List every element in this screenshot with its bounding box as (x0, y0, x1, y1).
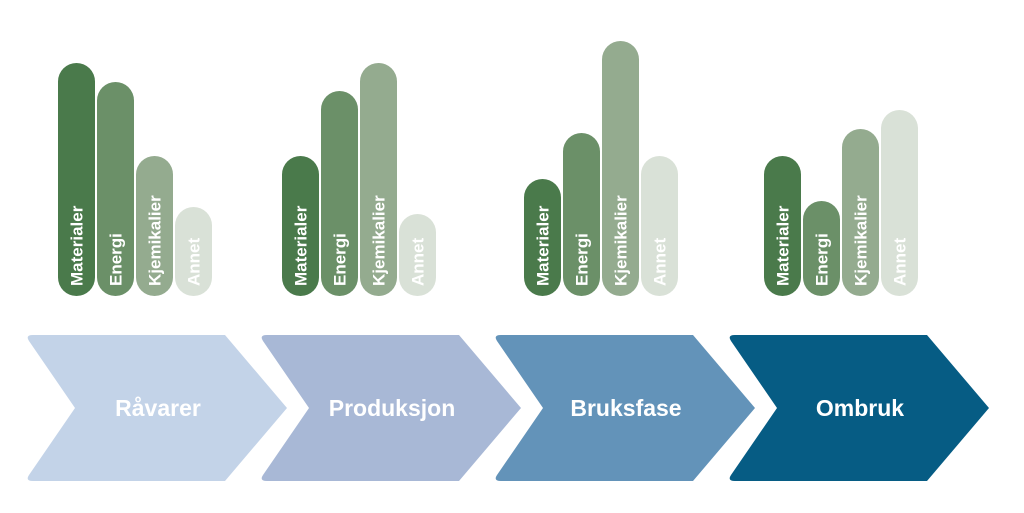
bar-kjemikalier (360, 63, 397, 296)
bar-materialer (524, 179, 561, 296)
bar-label: Materialer (292, 205, 311, 286)
bar-label: Kjemikalier (370, 195, 389, 286)
stage-arrow (27, 335, 288, 481)
bar-materialer (282, 156, 319, 296)
bar-label: Materialer (68, 205, 87, 286)
bar-annet (399, 214, 436, 296)
bar-annet (641, 156, 678, 296)
stage-arrow (729, 335, 989, 481)
bar-label: Kjemikalier (852, 195, 871, 286)
bar-label: Energi (331, 233, 350, 286)
bar-label: Kjemikalier (146, 195, 165, 286)
bar-annet (881, 110, 918, 296)
stage-label: Ombruk (816, 395, 904, 421)
bar-kjemikalier (602, 41, 639, 296)
bar-materialer (58, 63, 95, 296)
bar-energi (803, 201, 840, 296)
stage-arrow (261, 335, 521, 481)
bar-group-2: Materialer Energi Kjemikalier Annet (524, 41, 678, 296)
bar-label: Materialer (534, 205, 553, 286)
stage-arrows: Råvarer Produksjon Bruksfase Ombruk (27, 335, 989, 481)
bar-label: Energi (813, 233, 832, 286)
bar-label: Annet (409, 238, 428, 287)
bar-energi (321, 91, 358, 296)
bar-label: Materialer (774, 205, 793, 286)
bar-group-3: Materialer Energi Kjemikalier Annet (764, 110, 918, 296)
stage-3: Ombruk (729, 335, 989, 481)
stage-label: Bruksfase (570, 395, 681, 421)
stage-0: Råvarer (27, 335, 288, 481)
bar-group-0: Materialer Energi Kjemikalier Annet (58, 63, 212, 296)
bar-label: Energi (573, 233, 592, 286)
bar-label: Annet (185, 238, 204, 287)
bar-annet (175, 207, 212, 296)
bar-label: Energi (107, 233, 126, 286)
stage-2: Bruksfase (495, 335, 755, 481)
bar-materialer (764, 156, 801, 296)
stage-1: Produksjon (261, 335, 521, 481)
stage-arrow (495, 335, 755, 481)
bar-group-1: Materialer Energi Kjemikalier Annet (282, 63, 436, 296)
bar-label: Kjemikalier (612, 195, 631, 286)
bar-kjemikalier (136, 156, 173, 296)
bar-label: Annet (891, 238, 910, 287)
bar-energi (563, 133, 600, 296)
bar-label: Annet (651, 238, 670, 287)
bar-kjemikalier (842, 129, 879, 296)
bar-energi (97, 82, 134, 296)
stage-label: Råvarer (115, 395, 201, 421)
stage-label: Produksjon (329, 395, 456, 421)
